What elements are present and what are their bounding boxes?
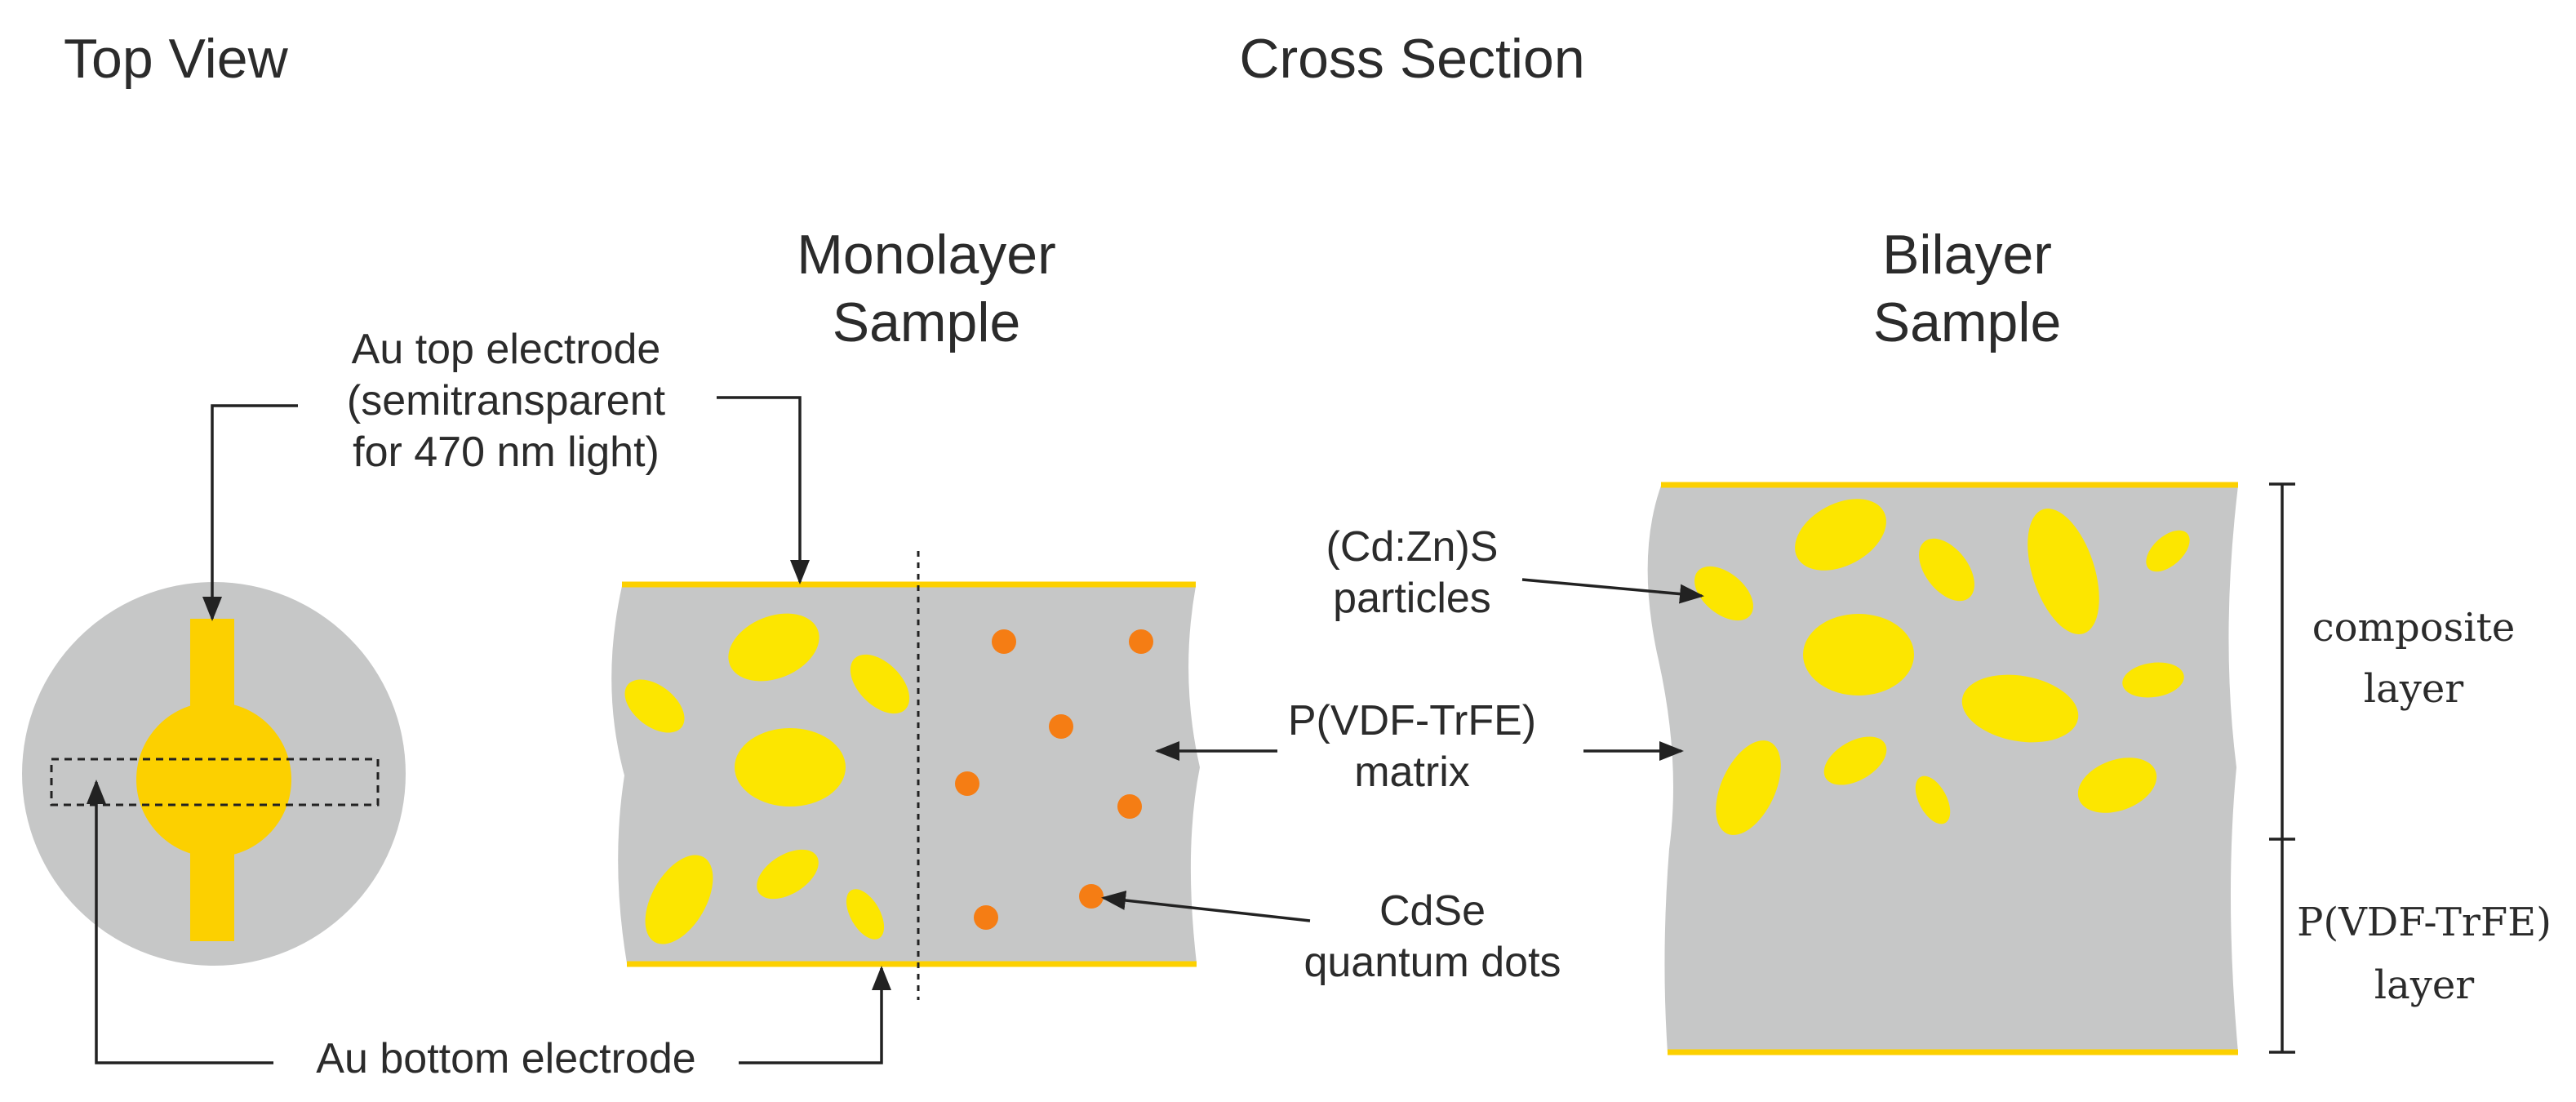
label-composite-line1: composite xyxy=(2312,605,2516,651)
particle xyxy=(1919,538,1974,602)
heading-monolayer-line1: Monolayer xyxy=(797,224,1056,286)
label-composite-line2: layer xyxy=(2364,666,2463,712)
label-au-top-line2: (semitransparent xyxy=(347,377,666,424)
heading-top-view: Top View xyxy=(64,28,289,90)
label-matrix-line1: P(VDF-TrFE) xyxy=(1288,697,1536,744)
quantum-dot xyxy=(1129,629,1153,654)
leader-lines xyxy=(87,396,1704,1064)
bottom-electrode-outline xyxy=(50,758,380,807)
label-cdzns-line1: (Cd:Zn)S xyxy=(1326,523,1499,571)
quantum-dot xyxy=(992,629,1016,654)
top-view-device xyxy=(22,582,406,966)
label-matrix-line2: matrix xyxy=(1354,749,1470,796)
heading-monolayer-line2: Sample xyxy=(833,291,1021,353)
particle xyxy=(624,679,685,733)
particle xyxy=(1716,740,1781,835)
particle xyxy=(757,849,819,900)
label-pvdf-layer-line2: layer xyxy=(2374,962,2474,1008)
particle xyxy=(850,654,910,714)
particle xyxy=(1803,614,1914,695)
particle xyxy=(846,889,885,940)
arrow-cdse-to-dot xyxy=(1101,891,1311,922)
label-cdse-line2: quantum dots xyxy=(1304,939,1561,986)
label-au-bottom: Au bottom electrode xyxy=(316,1035,695,1082)
particle xyxy=(1823,736,1887,785)
bilayer-particles xyxy=(1694,499,2190,835)
arrow-bottom-electrode-to-topview xyxy=(87,780,273,1064)
particle xyxy=(1795,499,1886,571)
quantum-dot xyxy=(1049,714,1073,739)
label-cdzns-line2: particles xyxy=(1333,575,1491,622)
arrow-top-electrode-to-monolayer xyxy=(717,396,810,584)
particle xyxy=(1694,566,1753,621)
label-pvdf-layer-line1: P(VDF-TrFE) xyxy=(2297,900,2552,945)
arrow-cdzns-to-particle xyxy=(1521,578,1704,604)
heading-cross-section: Cross Section xyxy=(1239,28,1584,90)
arrow-bottom-electrode-to-monolayer xyxy=(739,966,891,1064)
particle xyxy=(1961,674,2079,743)
particle xyxy=(2077,758,2157,813)
particle xyxy=(1915,775,1951,824)
particle xyxy=(2146,530,2190,572)
label-au-top-line3: for 470 nm light) xyxy=(353,429,660,476)
heading-bilayer-line1: Bilayer xyxy=(1882,224,2052,286)
monolayer-cross-section xyxy=(611,551,1200,1000)
monolayer-particles xyxy=(624,613,910,944)
particle xyxy=(728,613,819,682)
heading-bilayer-line2: Sample xyxy=(1873,291,2062,353)
particle xyxy=(2122,662,2184,698)
label-au-top-line1: Au top electrode xyxy=(352,326,661,373)
particle xyxy=(735,728,846,807)
quantum-dot xyxy=(1117,794,1142,819)
quantum-dot xyxy=(955,771,979,796)
quantum-dots xyxy=(955,629,1153,930)
bilayer-cross-section xyxy=(1647,482,2238,1055)
quantum-dot xyxy=(1079,884,1104,909)
quantum-dot xyxy=(974,905,998,930)
label-cdse-line1: CdSe xyxy=(1379,887,1486,935)
particle xyxy=(645,855,713,944)
arrow-top-electrode-to-topview xyxy=(202,404,298,621)
particle xyxy=(2027,509,2099,634)
top-electrode-pad xyxy=(136,702,291,857)
layer-brackets xyxy=(2269,482,2295,1054)
